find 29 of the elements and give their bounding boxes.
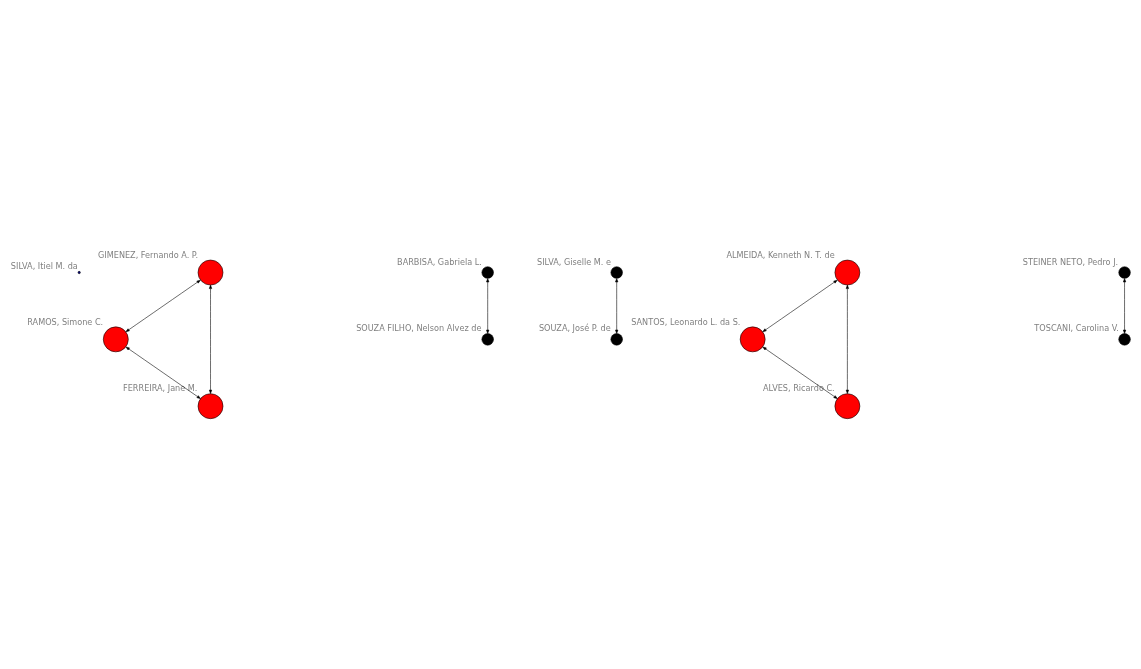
node-label: FERREIRA, Jane M. [123, 382, 198, 393]
node-label: SILVA, Giselle M. e [536, 256, 611, 267]
node-label: SILVA, Itiel M. da [10, 260, 78, 271]
node-circle [610, 265, 623, 279]
node-label: STEINER NETO, Pedro J. [1022, 256, 1119, 267]
node-circle [77, 270, 81, 274]
node-label: SOUZA FILHO, Nelson Alvez de [356, 322, 482, 333]
node-label: SANTOS, Leonardo L. da S. [631, 316, 741, 327]
arrow [615, 277, 619, 334]
arrow [125, 346, 201, 399]
arrow [845, 284, 849, 394]
node-label: BARBISA, Gabriela L. [397, 256, 482, 267]
node-label: TOSCANI, Carolina V. [1034, 322, 1119, 333]
arrow [762, 346, 838, 399]
node-label: GIMENEZ, Fernando A. P. [98, 249, 199, 260]
node-label: ALMEIDA, Kenneth N. T. de [726, 249, 835, 260]
node-label: ALVES, Ricardo C. [763, 382, 835, 393]
node-circle [481, 332, 494, 345]
node-label: SOUZA, José P. de [538, 322, 611, 333]
node-circle [1118, 332, 1131, 345]
arrow [486, 277, 490, 334]
arrow [125, 279, 201, 332]
node-label: RAMOS, Simone C. [27, 316, 104, 327]
node-circle [1118, 265, 1131, 279]
arrow [1123, 277, 1127, 334]
arrow [209, 284, 213, 394]
arrow [762, 279, 838, 332]
node-circle [481, 265, 494, 279]
node-circle [610, 332, 623, 345]
